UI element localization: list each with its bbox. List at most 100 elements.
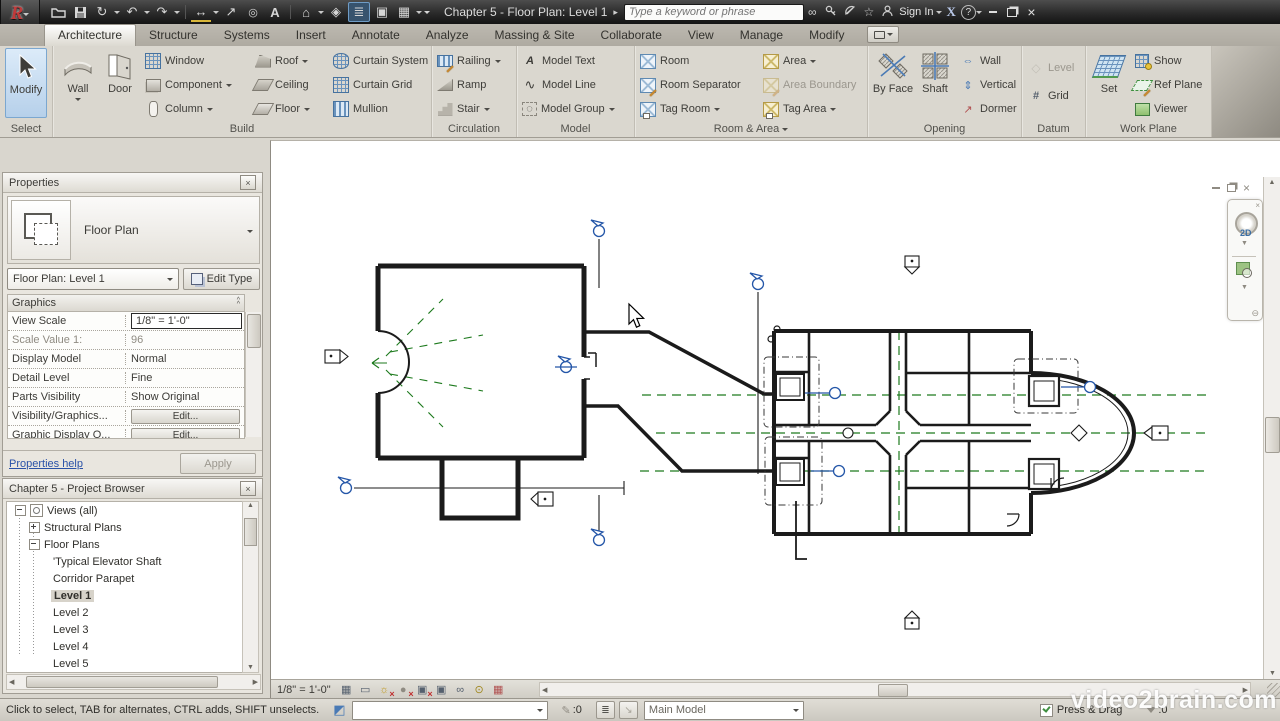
sign-in-label[interactable]: Sign In [899,6,934,18]
expand-icon[interactable] [29,522,40,533]
tag-area-button[interactable]: Tag Area [763,97,863,121]
type-selector[interactable]: Floor Plan [7,196,260,264]
wall-opening-button[interactable]: ⇔Wall [960,49,1017,73]
tree-item-level-4[interactable]: Level 4 [53,640,89,653]
scroll-right-icon[interactable]: ▶ [252,679,258,686]
restore-button[interactable] [1005,6,1020,19]
editable-only-icon[interactable]: ✎ [561,704,571,717]
tree-item-level-5[interactable]: Level 5 [53,657,89,670]
tab-view[interactable]: View [687,28,714,42]
view-restore-icon[interactable] [1226,184,1236,192]
tag-room-button[interactable]: Tag Room [640,97,758,121]
text-icon[interactable]: A [270,4,280,20]
collapse-icon[interactable]: ^^ [236,297,240,308]
curtain-system-button[interactable]: Curtain System [333,49,429,73]
save-icon[interactable] [70,3,90,21]
tab-analyze[interactable]: Analyze [425,28,469,42]
help-icon[interactable]: ? [960,4,976,20]
press-drag-checkbox[interactable] [1039,703,1053,717]
tree-item-level-2[interactable]: Level 2 [53,606,89,619]
scroll-down-icon[interactable]: ▼ [247,664,254,671]
close-icon[interactable]: × [240,175,256,190]
tree-item-level-3[interactable]: Level 3 [53,623,89,636]
chevron-down-icon[interactable] [213,11,219,17]
chevron-down-icon[interactable] [975,11,982,17]
drawing-area[interactable]: × × 2D ▼ ▼ ⊖ ▲ ▼ 1/8" = 1'-0" ▦ ▭ ☼× ●× … [270,140,1280,700]
tab-systems[interactable]: Systems [223,28,270,42]
tree-item-floor-plans[interactable]: Floor Plans [7,536,245,553]
chevron-down-icon[interactable] [416,11,422,17]
scrollbar-thumb[interactable] [247,314,261,348]
properties-scrollbar[interactable] [245,312,261,437]
collapse-expander-icon[interactable] [29,539,40,550]
worksharing-display-icon[interactable]: ▦ [492,684,504,696]
sync-icon[interactable]: ↻ [96,4,108,19]
worksets-combo[interactable] [351,700,548,720]
visibility-graphics-edit-button[interactable]: Edit... [131,408,240,424]
visual-style-icon[interactable]: ▭ [359,684,371,696]
navbar-collapse-icon[interactable]: ⊖ [1251,308,1259,318]
steering-wheel-icon[interactable] [1235,212,1258,235]
properties-title-bar[interactable]: Properties× [3,173,262,193]
window-button[interactable]: Window [145,49,253,73]
customize-qat-icon[interactable] [424,11,430,17]
section-icon[interactable]: ◈ [331,4,341,19]
navbar-close-icon[interactable]: × [1255,201,1260,210]
ribbon-display-toggle[interactable] [867,26,900,43]
switch-windows-icon[interactable]: ▦ [397,4,411,19]
tab-structure[interactable]: Structure [149,28,198,42]
edit-type-button[interactable]: Edit Type [182,268,260,290]
sun-path-icon[interactable]: ☼× [379,683,395,700]
by-face-button[interactable]: By Face [872,48,914,118]
graphic-display-edit-button[interactable]: Edit... [131,427,240,438]
reveal-hidden-elements-icon[interactable]: ⊙ [474,684,484,696]
wall-button[interactable]: Wall [57,48,99,118]
sign-in-icon[interactable] [882,4,893,20]
search-icon[interactable]: ∞ [807,5,817,19]
close-icon[interactable]: × [240,481,256,496]
tab-architecture[interactable]: Architecture [44,24,137,46]
tab-massing-site[interactable]: Massing & Site [494,28,575,42]
scroll-up-icon[interactable]: ▲ [247,502,254,509]
mullion-button[interactable]: Mullion [333,97,429,121]
display-model-value[interactable]: Normal [131,353,167,365]
railing-button[interactable]: Railing [437,49,501,73]
scroll-left-icon[interactable]: ◀ [9,679,15,686]
scrollbar-thumb[interactable] [26,676,219,688]
ref-plane-button[interactable]: Ref Plane [1130,73,1202,97]
tree-item-structural-plans[interactable]: Structural Plans [7,519,245,536]
worksets-icon[interactable]: ◩ [333,702,346,717]
tag-by-category-icon[interactable]: ◎ [248,6,258,19]
instance-selector[interactable]: Floor Plan: Level 1 [7,268,179,290]
view-scale-input[interactable]: 1/8" = 1'-0" [131,313,242,329]
scroll-up-icon[interactable]: ▲ [1268,179,1276,186]
worksets-dialog-icon[interactable]: ≣ [595,701,615,719]
crop-view-icon[interactable]: ▣× [416,684,433,699]
tree-item-corridor-parapet[interactable]: Corridor Parapet [53,572,135,585]
area-button[interactable]: Area [763,49,863,73]
close-hidden-windows-icon[interactable]: ▣ [375,4,389,19]
open-icon[interactable] [48,3,68,21]
tab-annotate[interactable]: Annotate [351,28,400,42]
modify-button[interactable]: Modify [5,48,47,118]
tab-manage[interactable]: Manage [739,28,784,42]
chevron-down-icon[interactable]: ▼ [1241,284,1248,291]
room-separator-button[interactable]: Room Separator [640,73,758,97]
chevron-down-icon[interactable] [144,11,150,17]
browser-hscrollbar[interactable]: ◀▶ [6,674,261,690]
filter-icon[interactable] [1146,706,1157,718]
scrollbar-thumb[interactable] [1265,417,1280,453]
tree-item-views-all[interactable]: Views (all) [7,502,245,519]
tab-insert[interactable]: Insert [295,28,326,42]
minimize-button[interactable] [986,6,1001,19]
design-options-icon[interactable]: ↘ [618,701,638,719]
door-button[interactable]: Door [99,48,141,118]
close-button[interactable]: × [1027,4,1036,20]
search-input[interactable] [623,3,804,21]
resize-grip[interactable] [1267,683,1280,697]
undo-icon[interactable]: ↶ [126,4,138,19]
detail-level-icon[interactable]: ▦ [340,684,352,696]
scrollbar-thumb[interactable] [244,518,257,546]
dormer-button[interactable]: ↗Dormer [960,97,1016,121]
